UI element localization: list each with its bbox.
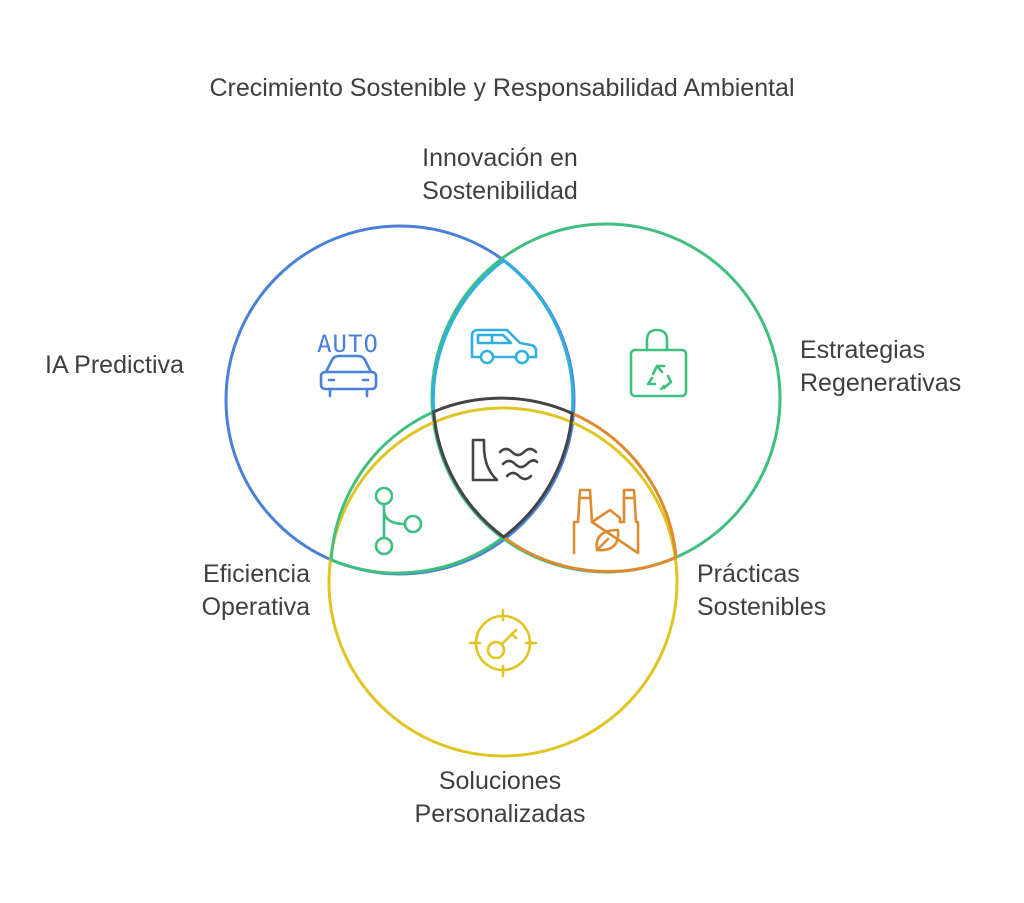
label-estrategias-line-2: Regenerativas — [800, 369, 962, 397]
target-key-icon — [468, 608, 538, 678]
arc-eficiencia-lower — [330, 535, 505, 575]
label-innovacion-sostenibilidad: Innovación en Sostenibilidad — [360, 142, 640, 208]
center-region — [432, 396, 574, 539]
label-practicas-line-1: Prácticas — [697, 560, 800, 588]
label-practicas-line-2: Sostenibles — [697, 593, 827, 621]
circle-soluciones-personalizadas — [327, 406, 679, 758]
label-ia-line-1: IA Predictiva — [45, 351, 184, 379]
label-innovacion-line-1: Innovación en — [422, 144, 578, 172]
car-icon — [319, 354, 378, 398]
label-eficiencia-line-1: Eficiencia — [203, 560, 310, 588]
suv-car-icon — [470, 328, 538, 365]
diagram-title: Crecimiento Sostenible y Responsabilidad… — [209, 74, 795, 102]
dam-water-icon — [471, 438, 539, 482]
label-innovacion-line-2: Sostenibilidad — [422, 177, 578, 205]
label-estrategias-line-1: Estrategias — [800, 336, 926, 364]
branch-icon — [374, 486, 423, 556]
label-estrategias-regenerativas: Estrategias Regenerativas — [800, 334, 961, 400]
label-soluciones-personalizadas: Soluciones Personalizadas — [360, 765, 640, 831]
arc-practicas — [571, 412, 678, 558]
label-eficiencia-operativa: Eficiencia Operativa — [110, 558, 310, 624]
arc-eficiencia — [329, 410, 435, 560]
arc-practicas-lower — [502, 535, 677, 573]
label-ia-predictiva: IA Predictiva — [45, 349, 184, 382]
auto-text-icon: AUTO — [317, 330, 379, 358]
eco-factory-icon — [572, 488, 640, 555]
arc-innovacion — [431, 259, 575, 414]
recycle-bag-icon — [629, 328, 688, 398]
label-practicas-sostenibles: Prácticas Sostenibles — [697, 558, 826, 624]
label-eficiencia-line-2: Operativa — [201, 593, 310, 621]
label-soluciones-line-2: Personalizadas — [414, 800, 586, 828]
label-soluciones-line-1: Soluciones — [438, 767, 562, 795]
